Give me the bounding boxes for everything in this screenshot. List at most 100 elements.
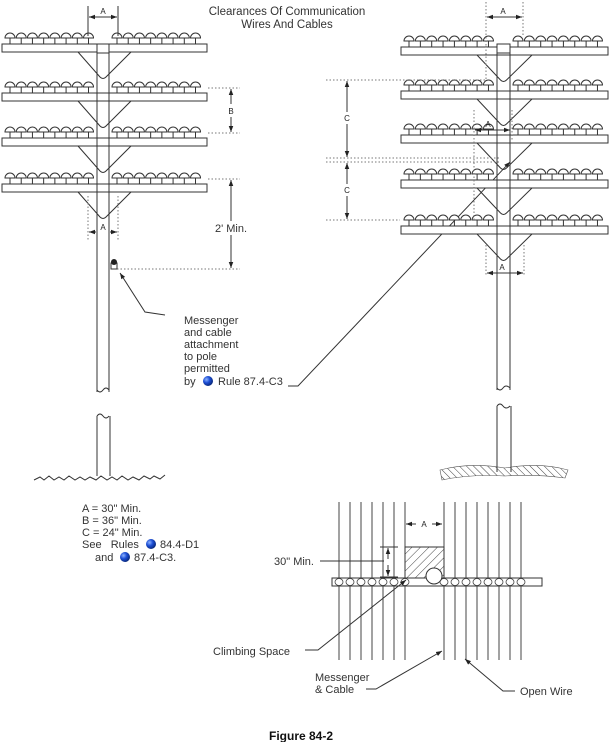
left-pole-break-bottom xyxy=(96,413,110,419)
insulator-icon xyxy=(111,81,123,94)
insulator-icon xyxy=(190,32,202,45)
insulator-icon xyxy=(448,123,460,136)
insulator-icon xyxy=(482,168,494,181)
insulator-icon xyxy=(414,35,426,48)
crossarm xyxy=(1,32,208,79)
messenger-label-1: Messenger xyxy=(315,672,370,684)
legend-rule-2-link[interactable]: 87.4-C3. xyxy=(134,552,176,564)
insulator-icon xyxy=(49,172,61,185)
insulator-icon xyxy=(356,578,366,586)
messenger-label-2: & Cable xyxy=(315,684,354,696)
right-pole-break-bottom xyxy=(496,403,511,409)
insulator-icon xyxy=(523,123,535,136)
callout-rule-link[interactable]: Rule 87.4-C3 xyxy=(218,376,283,388)
insulator-icon xyxy=(591,168,603,181)
insulator-icon xyxy=(512,35,524,48)
insulator-icon xyxy=(15,126,27,139)
callout-line-2: and cable xyxy=(184,327,232,339)
insulator-icon xyxy=(448,214,460,227)
insulator-icon xyxy=(591,214,603,227)
insulator-icon xyxy=(15,172,27,185)
insulator-icon xyxy=(546,214,558,227)
insulator-icon xyxy=(437,168,449,181)
insulator-icon xyxy=(461,578,471,586)
insulator-icon xyxy=(133,81,145,94)
left-callout: Messenger and cable attachment to pole p… xyxy=(184,161,511,388)
insulator-icon xyxy=(580,35,592,48)
insulator-icon xyxy=(71,81,83,94)
legend-rule-1-link[interactable]: 84.4-D1 xyxy=(160,539,199,551)
insulator-icon xyxy=(178,81,190,94)
right-c-upper-bg xyxy=(341,112,353,124)
insulator-icon xyxy=(580,214,592,227)
insulator-icon xyxy=(557,35,569,48)
insulator-icon xyxy=(60,126,72,139)
crossarm xyxy=(400,79,609,126)
left-pole: A B 2' Min. A xyxy=(1,6,253,481)
insulator-icon xyxy=(4,32,16,45)
insulator-icon xyxy=(145,172,157,185)
insulator-icon xyxy=(448,79,460,92)
insulator-icon xyxy=(460,123,472,136)
insulator-icon xyxy=(569,168,581,181)
messenger-leader xyxy=(366,650,443,690)
insulator-icon xyxy=(472,578,482,586)
insulator-icon xyxy=(156,81,168,94)
insulator-icon xyxy=(516,578,526,586)
insulator-icon xyxy=(15,81,27,94)
insulator-icon xyxy=(403,168,415,181)
insulator-icon xyxy=(111,126,123,139)
insulator-icon xyxy=(71,172,83,185)
insulator-icon xyxy=(122,172,134,185)
insulator-icon xyxy=(580,79,592,92)
insulator-icon xyxy=(133,172,145,185)
figure-caption: Figure 84-2 xyxy=(269,729,333,742)
messenger-cable xyxy=(111,259,117,265)
insulator-icon xyxy=(167,126,179,139)
insulator-icon xyxy=(111,172,123,185)
right-callout-leader xyxy=(288,161,511,387)
insulator-icon xyxy=(178,32,190,45)
messenger-cable-section xyxy=(425,567,443,585)
insulator-icon xyxy=(83,126,95,139)
insulator-icon xyxy=(569,123,581,136)
title-line-1: Clearances Of Communication xyxy=(209,6,366,18)
insulator-icon xyxy=(569,79,581,92)
insulator-icon xyxy=(512,168,524,181)
insulator-icon xyxy=(448,168,460,181)
insulator-icon xyxy=(403,35,415,48)
insulator-icon xyxy=(414,123,426,136)
insulator-icon xyxy=(60,81,72,94)
insulator-icon xyxy=(156,32,168,45)
insulator-icon xyxy=(426,168,438,181)
right-pole-top xyxy=(496,43,511,54)
insulator-icon xyxy=(460,214,472,227)
legend-c: C = 24" Min. xyxy=(82,527,142,539)
insulator-icon xyxy=(71,32,83,45)
open-wire-label: Open Wire xyxy=(520,686,573,698)
insulator-icon xyxy=(523,168,535,181)
insulator-icon xyxy=(122,126,134,139)
insulator-icon xyxy=(448,35,460,48)
insulator-icon xyxy=(38,81,50,94)
insulator-icon xyxy=(178,126,190,139)
right-c-lower-label: C xyxy=(344,186,350,195)
right-pole-break-top xyxy=(496,385,511,391)
insulator-icon xyxy=(580,168,592,181)
insulator-icon xyxy=(145,81,157,94)
crossarm-brace xyxy=(476,54,533,82)
insulator-icon xyxy=(83,172,95,185)
left-pole-top xyxy=(96,43,110,54)
insulator-icon xyxy=(49,32,61,45)
insulator-icon xyxy=(156,126,168,139)
insulator-icon xyxy=(557,214,569,227)
left-low-label: A xyxy=(100,223,106,232)
insulator-icon xyxy=(426,35,438,48)
insulator-icon xyxy=(334,578,344,586)
crossarm-brace xyxy=(77,100,132,128)
insulator-icon xyxy=(38,32,50,45)
insulator-icon xyxy=(167,81,179,94)
insulator-icon xyxy=(26,172,38,185)
right-inner-label: A xyxy=(485,120,491,129)
crossarm xyxy=(400,35,609,82)
